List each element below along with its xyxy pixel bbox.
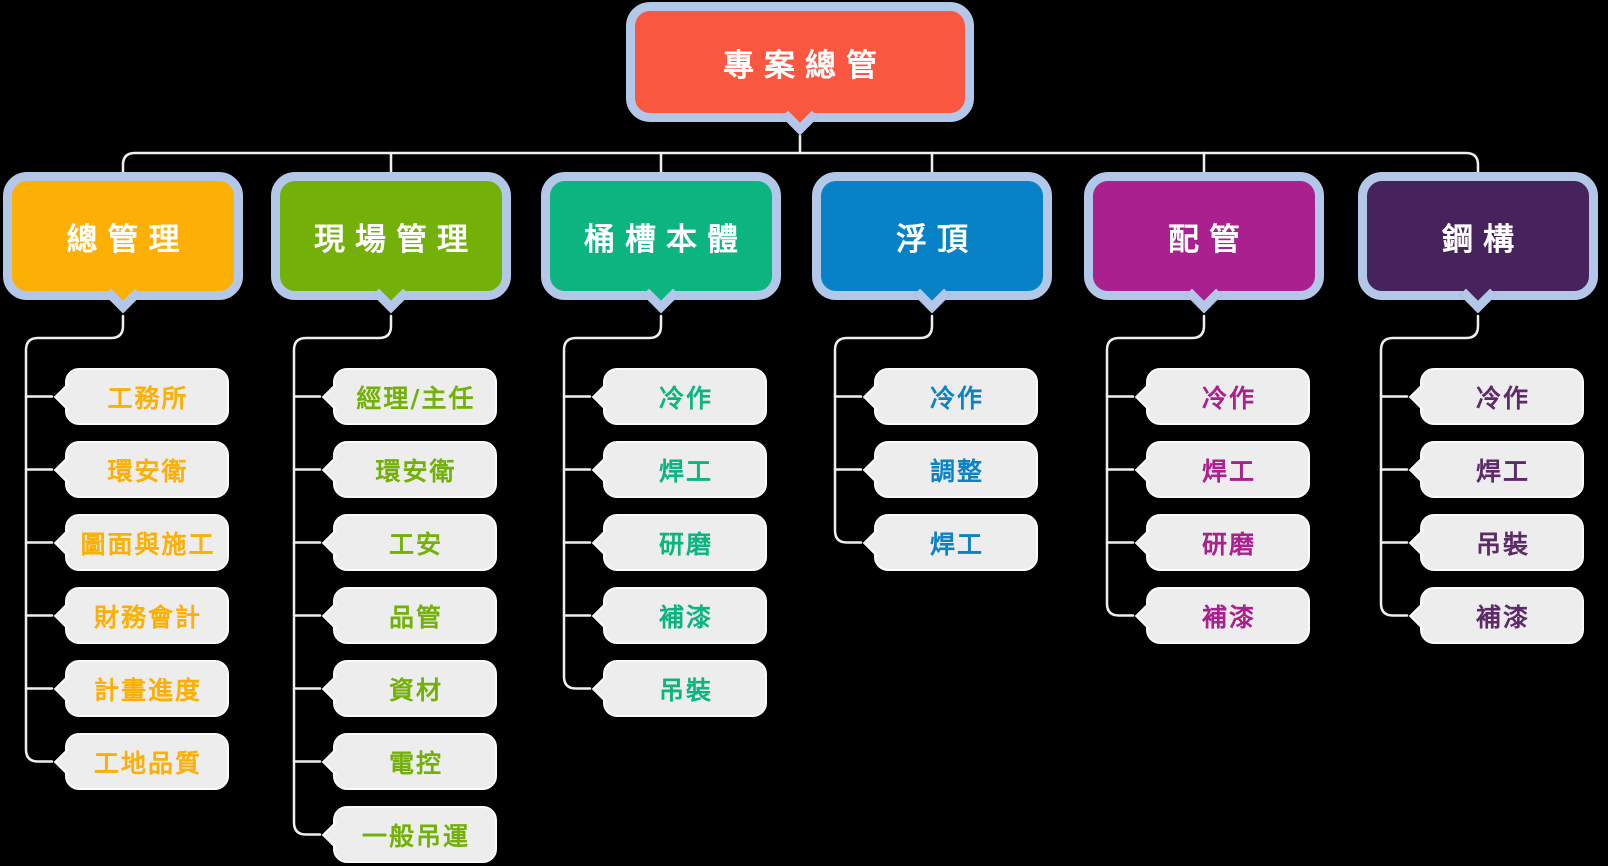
root-node-label: 專案總管 — [723, 47, 887, 84]
child-node-label: 工務所 — [107, 383, 189, 413]
department-node-4: 浮頂 — [812, 172, 1052, 314]
child-node-label: 冷作 — [1475, 383, 1530, 413]
connector-path — [24, 314, 125, 763]
child-node-label: 調整 — [929, 456, 984, 486]
department-node-6-label: 鋼構 — [1442, 221, 1524, 258]
department-node-2-label: 現場管理 — [314, 221, 478, 258]
child-node: 焊工 — [862, 514, 1038, 571]
child-node-label: 冷作 — [1201, 383, 1256, 413]
connector-path — [1379, 314, 1480, 617]
department-node-1-label: 總管理 — [66, 221, 190, 258]
child-node-label: 焊工 — [1201, 456, 1256, 486]
child-node: 補漆 — [591, 587, 767, 644]
child-node-label: 品管 — [388, 602, 443, 632]
child-node-label: 研磨 — [1201, 529, 1256, 559]
child-node-label: 焊工 — [658, 456, 713, 486]
child-node-label: 焊工 — [1475, 456, 1530, 486]
child-node: 冷作 — [1134, 368, 1310, 425]
department-node-5: 配管 — [1084, 172, 1324, 314]
child-node-label: 經理/主任 — [356, 383, 476, 413]
child-node: 補漆 — [1134, 587, 1310, 644]
child-node-label: 一般吊運 — [361, 821, 470, 851]
child-node: 工地品質 — [53, 733, 229, 790]
department-node-6: 鋼構 — [1358, 172, 1598, 314]
child-node-label: 補漆 — [658, 602, 713, 632]
child-node-label: 吊裝 — [658, 675, 713, 705]
child-node-label: 計畫進度 — [93, 675, 202, 705]
child-node-label: 工安 — [388, 529, 443, 559]
child-node-label: 冷作 — [929, 383, 984, 413]
child-node: 環安衛 — [53, 441, 229, 498]
department-node-3-label: 桶槽本體 — [584, 221, 748, 258]
child-node-label: 電控 — [388, 748, 443, 778]
child-node-label: 環安衛 — [375, 456, 457, 486]
child-node: 資材 — [321, 660, 497, 717]
child-node: 工務所 — [53, 368, 229, 425]
connector-path — [121, 151, 1480, 188]
child-node: 計畫進度 — [53, 660, 229, 717]
child-node: 冷作 — [862, 368, 1038, 425]
child-node: 焊工 — [591, 441, 767, 498]
child-node-label: 吊裝 — [1475, 529, 1530, 559]
child-node: 冷作 — [591, 368, 767, 425]
connector-path — [562, 314, 663, 690]
child-node: 環安衛 — [321, 441, 497, 498]
department-node-5-label: 配管 — [1168, 221, 1250, 258]
child-node: 調整 — [862, 441, 1038, 498]
child-node: 冷作 — [1408, 368, 1584, 425]
child-node-label: 補漆 — [1201, 602, 1256, 632]
child-node: 焊工 — [1134, 441, 1310, 498]
department-node-2: 現場管理 — [271, 172, 511, 314]
child-node-label: 研磨 — [658, 529, 713, 559]
child-node: 圖面與施工 — [53, 514, 229, 571]
child-node: 補漆 — [1408, 587, 1584, 644]
child-node-label: 圖面與施工 — [80, 529, 216, 559]
child-node-label: 焊工 — [929, 529, 984, 559]
connector-path — [1105, 314, 1206, 617]
child-node: 研磨 — [591, 514, 767, 571]
child-node-label: 工地品質 — [93, 748, 202, 778]
child-node: 研磨 — [1134, 514, 1310, 571]
department-node-3: 桶槽本體 — [541, 172, 781, 314]
child-node: 焊工 — [1408, 441, 1584, 498]
child-node: 工安 — [321, 514, 497, 571]
child-node-label: 環安衛 — [107, 456, 189, 486]
department-node-1: 總管理 — [3, 172, 243, 314]
child-node: 品管 — [321, 587, 497, 644]
child-node: 吊裝 — [591, 660, 767, 717]
child-node: 經理/主任 — [321, 368, 497, 425]
connector-path — [833, 314, 934, 544]
child-node-label: 冷作 — [658, 383, 713, 413]
connector-path — [292, 314, 393, 836]
child-node-label: 資材 — [388, 675, 443, 705]
child-node: 一般吊運 — [321, 806, 497, 863]
child-node: 電控 — [321, 733, 497, 790]
department-node-4-label: 浮頂 — [896, 221, 978, 258]
child-node-label: 財務會計 — [93, 602, 202, 632]
child-node: 財務會計 — [53, 587, 229, 644]
child-node: 吊裝 — [1408, 514, 1584, 571]
child-node-label: 補漆 — [1475, 602, 1530, 632]
root-node: 專案總管 — [626, 2, 974, 136]
